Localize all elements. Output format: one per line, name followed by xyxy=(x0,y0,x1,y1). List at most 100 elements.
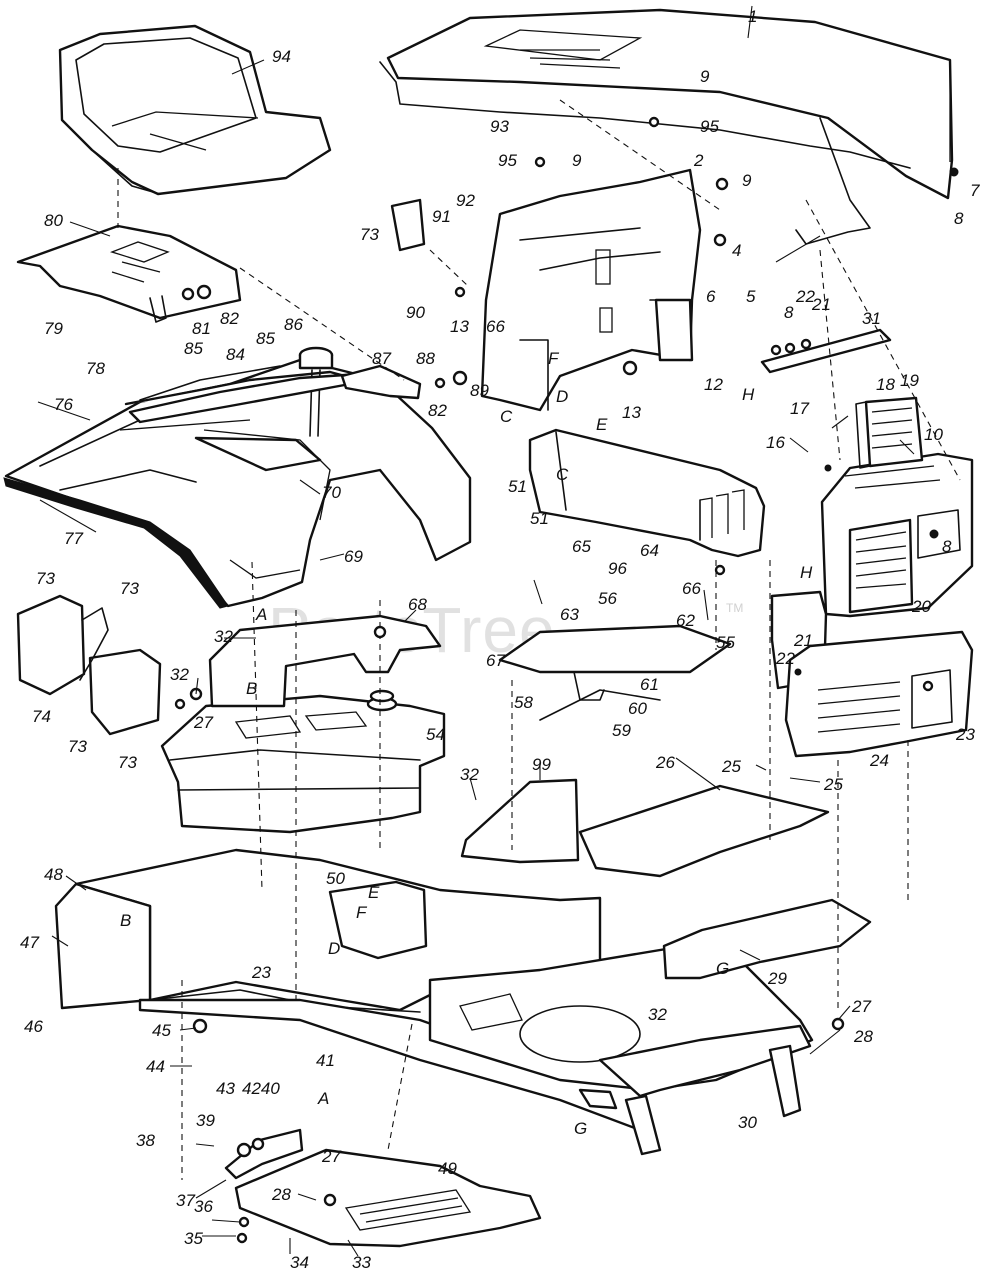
letter-e: E xyxy=(596,415,608,434)
callout-67: 67 xyxy=(486,651,505,670)
plate-55 xyxy=(498,624,732,674)
spindle-left xyxy=(624,1094,662,1156)
callout-45: 45 xyxy=(152,1021,171,1040)
callout-85: 85 xyxy=(184,339,203,358)
callout-89: 89 xyxy=(470,381,489,400)
side-arm-73 xyxy=(79,607,109,681)
callout-80: 80 xyxy=(44,211,63,230)
callout-41: 41 xyxy=(316,1051,335,1070)
callout-66: 66 xyxy=(682,579,701,598)
callout-82: 82 xyxy=(220,309,239,328)
callout-76: 76 xyxy=(54,395,73,414)
callout-77: 77 xyxy=(64,529,83,548)
callout-96: 96 xyxy=(608,559,627,578)
callout-19: 19 xyxy=(900,371,919,390)
callout-38: 38 xyxy=(136,1131,155,1150)
letter-b: B xyxy=(120,911,131,930)
letter-d: D xyxy=(328,939,340,958)
callout-4240: 4240 xyxy=(242,1079,280,1098)
callout-65: 65 xyxy=(572,537,591,556)
callout-69: 69 xyxy=(344,547,363,566)
callout-35: 35 xyxy=(184,1229,203,1248)
callout-61: 61 xyxy=(640,675,659,694)
callout-50: 50 xyxy=(326,869,345,888)
letter-b: B xyxy=(246,679,257,698)
leader-lines xyxy=(37,5,915,1257)
lever-88 xyxy=(340,364,422,400)
letter-f: F xyxy=(356,903,368,922)
callout-82: 82 xyxy=(428,401,447,420)
callout-48: 48 xyxy=(44,865,63,884)
rod-59 xyxy=(539,689,661,721)
front-bumper xyxy=(662,898,872,980)
callout-34: 34 xyxy=(290,1253,309,1272)
bar-31 xyxy=(760,328,892,374)
grille-housing xyxy=(770,452,974,758)
callout-17: 17 xyxy=(790,399,809,418)
callout-66: 66 xyxy=(486,317,505,336)
callout-29: 29 xyxy=(767,969,787,988)
callout-81: 81 xyxy=(192,319,211,338)
callout-86: 86 xyxy=(284,315,303,334)
letter-c: C xyxy=(556,465,569,484)
callout-59: 59 xyxy=(612,721,631,740)
letter-h: H xyxy=(800,563,813,582)
callout-25: 25 xyxy=(721,757,741,776)
callout-22: 22 xyxy=(775,649,795,668)
callout-21: 21 xyxy=(793,631,813,650)
callout-10: 10 xyxy=(924,425,943,444)
callout-51: 51 xyxy=(530,509,549,528)
side-bracket-74 xyxy=(16,594,86,696)
bracket-12 xyxy=(654,298,694,362)
callout-37: 37 xyxy=(176,1191,195,1210)
callout-56: 56 xyxy=(598,589,617,608)
bracket-60 xyxy=(573,671,605,701)
callout-8: 8 xyxy=(784,303,794,322)
letter-g: G xyxy=(716,959,729,978)
callout-49: 49 xyxy=(438,1159,457,1178)
seat xyxy=(58,24,332,196)
callout-64: 64 xyxy=(640,541,659,560)
callout-20: 20 xyxy=(911,597,931,616)
callout-73: 73 xyxy=(68,737,87,756)
axle-bracket xyxy=(578,1088,618,1110)
callout-21: 21 xyxy=(811,295,831,314)
callout-68: 68 xyxy=(408,595,427,614)
callout-27: 27 xyxy=(321,1147,341,1166)
callout-84: 84 xyxy=(226,345,245,364)
callout-79: 79 xyxy=(44,319,63,338)
callout-47: 47 xyxy=(20,933,39,952)
callout-93: 93 xyxy=(490,117,509,136)
callout-32: 32 xyxy=(460,765,479,784)
callout-92: 92 xyxy=(456,191,475,210)
callout-73: 73 xyxy=(118,753,137,772)
letter-c: C xyxy=(500,407,513,426)
callout-1: 1 xyxy=(748,7,757,26)
fuel-tank xyxy=(160,689,446,834)
callout-28: 28 xyxy=(271,1185,291,1204)
callout-95: 95 xyxy=(700,117,719,136)
callout-74: 74 xyxy=(32,707,51,726)
callout-9: 9 xyxy=(700,67,710,86)
letter-d: D xyxy=(556,387,568,406)
callout-8: 8 xyxy=(942,537,952,556)
letter-a: A xyxy=(317,1089,329,1108)
callout-90: 90 xyxy=(406,303,425,322)
callout-18: 18 xyxy=(876,375,895,394)
callout-2: 2 xyxy=(693,151,704,170)
assembly-guides xyxy=(117,99,961,1180)
letter-a: A xyxy=(255,605,267,624)
callout-94: 94 xyxy=(272,47,291,66)
callout-87: 87 xyxy=(372,349,391,368)
callout-44: 44 xyxy=(146,1057,165,1076)
seat-bracket xyxy=(16,224,242,323)
callout-31: 31 xyxy=(862,309,881,328)
letter-g: G xyxy=(574,1119,587,1138)
bracket-73-top xyxy=(390,198,426,252)
headlight-lens xyxy=(855,396,924,469)
letter-h: H xyxy=(742,385,755,404)
callout-24: 24 xyxy=(869,751,889,770)
callout-46: 46 xyxy=(24,1017,43,1036)
